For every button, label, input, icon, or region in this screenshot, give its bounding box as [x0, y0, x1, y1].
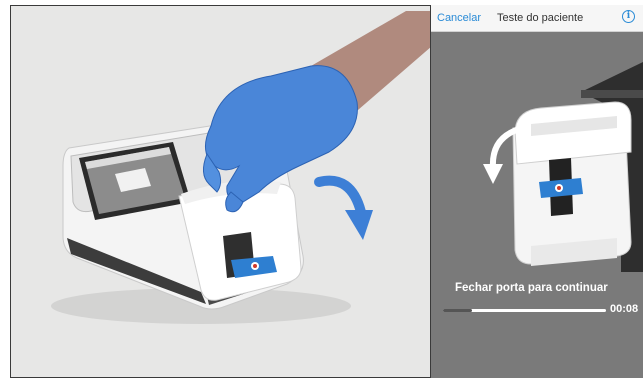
arrow-head-icon	[345, 210, 373, 240]
cancel-button[interactable]: Cancelar	[437, 12, 481, 24]
cartridge-sample-dot	[557, 186, 561, 190]
device-with-hand-illustration	[11, 6, 431, 378]
screen-title: Teste do paciente	[497, 12, 583, 24]
device-screen: Cancelar Teste do paciente i Fechar port…	[431, 5, 643, 378]
screen-header: Cancelar Teste do paciente i	[431, 5, 643, 32]
instruction-illustration	[10, 5, 431, 378]
info-icon[interactable]: i	[622, 10, 635, 23]
arrow-head-icon	[483, 164, 503, 184]
status-message: Fechar porta para continuar	[455, 282, 608, 294]
timer: 00:08	[610, 303, 638, 315]
device-top-edge	[581, 90, 643, 98]
screen-illustration	[431, 32, 643, 272]
curved-arrow-down-icon	[319, 181, 361, 212]
progress-bar	[443, 309, 606, 312]
progress-fill	[443, 309, 472, 312]
cartridge-sample-dot	[253, 264, 257, 268]
